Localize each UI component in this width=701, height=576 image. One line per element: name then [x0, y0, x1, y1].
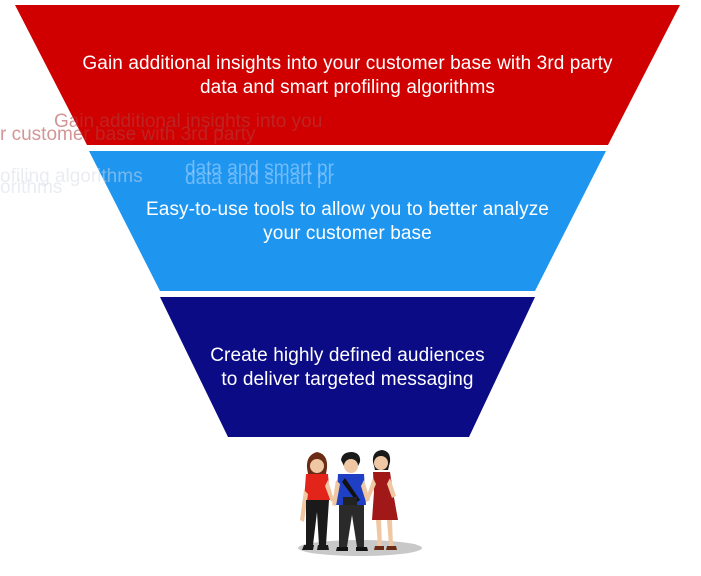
- funnel-tier-top-line-1: Gain additional insights into your custo…: [82, 53, 613, 74]
- people-group-illustration: [298, 450, 422, 556]
- funnel-tier-top-line-2: data and smart profiling algorithms: [200, 77, 495, 98]
- funnel-tier-bottom-text: Create highly defined audiences to deliv…: [160, 344, 535, 392]
- funnel-tier-bottom-shape: [160, 297, 535, 437]
- person-middle-figure: [332, 452, 370, 551]
- funnel-tier-middle-line-2: your customer base: [263, 223, 432, 244]
- funnel-tier-top-shape: [15, 5, 680, 145]
- ghost-artifact-2: r customer base with 3rd party: [0, 124, 256, 145]
- funnel-tier-middle-text: Easy-to-use tools to allow you to better…: [89, 198, 606, 246]
- person-left-figure: [300, 452, 334, 550]
- funnel-tier-bottom-line-2: to deliver targeted messaging: [221, 369, 474, 390]
- funnel-tier-middle-shape: [89, 151, 606, 291]
- ghost-artifact-6: orithms: [0, 177, 63, 198]
- funnel-tier-top-text: Gain additional insights into your custo…: [15, 52, 680, 100]
- ghost-artifact-1: Gain additional insights into you: [54, 111, 323, 132]
- ghost-artifact-4: data and smart pr: [185, 168, 334, 189]
- funnel-tier-middle-line-1: Easy-to-use tools to allow you to better…: [146, 199, 549, 220]
- funnel-tier-bottom-line-1: Create highly defined audiences: [210, 345, 485, 366]
- ghost-artifact-3: data and smart pr: [185, 158, 334, 179]
- person-right-figure: [366, 450, 398, 550]
- ghost-artifact-5: ofiling algorithms: [0, 166, 143, 187]
